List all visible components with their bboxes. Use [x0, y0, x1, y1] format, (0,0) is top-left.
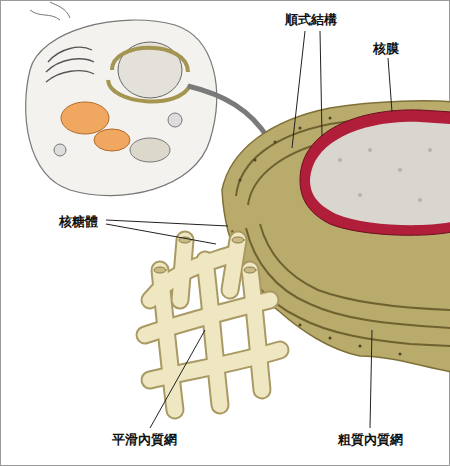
part-label: 核膜 — [371, 41, 401, 57]
nucleus — [300, 110, 450, 235]
smooth-er — [145, 237, 280, 410]
part-label: 粗質內質網 — [336, 432, 405, 448]
part-label: 平滑內質網 — [110, 432, 179, 448]
part-label: 核糖體 — [57, 214, 100, 230]
zoom-arrow — [188, 86, 268, 138]
part-label: 順式結構 — [283, 12, 339, 28]
leader-lines — [106, 31, 392, 428]
cell-overview — [26, 2, 217, 196]
